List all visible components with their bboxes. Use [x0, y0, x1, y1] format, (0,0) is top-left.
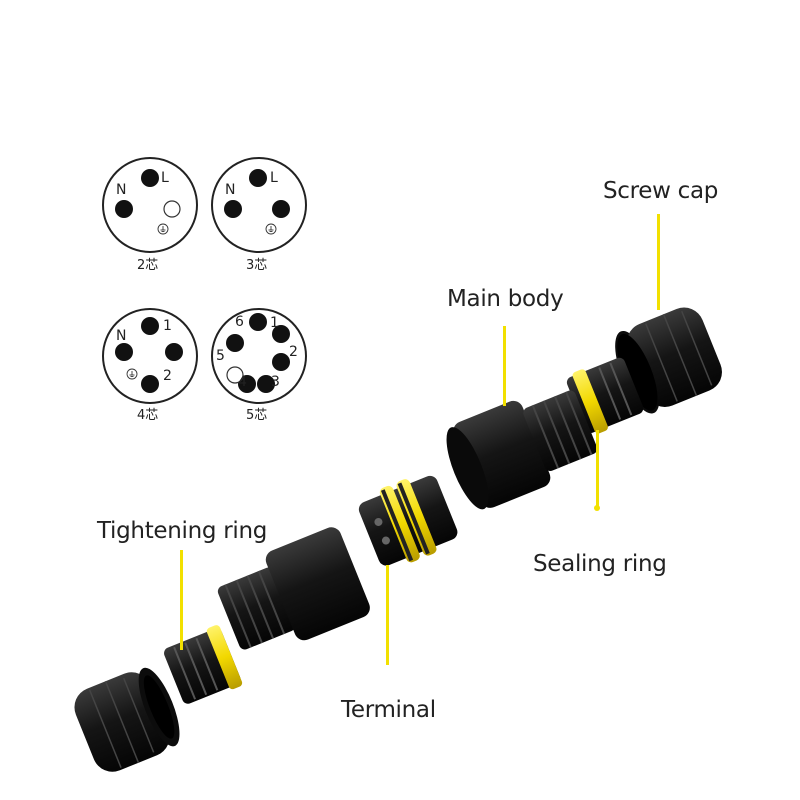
pin-mark-2: 2 — [289, 344, 298, 360]
pinout-caption-4-core: 4芯 — [137, 408, 159, 423]
pin-mark-l: L — [270, 170, 278, 186]
pin-n — [115, 200, 133, 218]
pin-1 — [272, 325, 290, 343]
leader-tightening-ring — [180, 550, 183, 650]
screw-cap-left — [74, 667, 180, 772]
pin-l — [249, 169, 267, 187]
pinout-caption-5-core: 5芯 — [246, 408, 268, 423]
leader-sealing-ring — [596, 430, 599, 508]
pin-ground — [272, 200, 290, 218]
pin-3 — [257, 375, 275, 393]
pinout-3-core — [211, 157, 307, 253]
pinout-caption-2-core: 2芯 — [137, 258, 159, 273]
pin-6 — [249, 313, 267, 331]
leader-sealing-ring-dot — [594, 505, 600, 511]
pin-mark-1: 1 — [270, 315, 279, 331]
pin-mark-n: N — [225, 182, 236, 198]
pinout-face — [102, 308, 198, 404]
pin-mark-6: 6 — [235, 314, 244, 330]
terminal-block — [358, 475, 458, 566]
pin-mark-1: 1 — [163, 318, 172, 334]
sealing-ring-clamp — [566, 357, 644, 434]
ground-icon — [265, 223, 277, 235]
pin-mark-n: N — [116, 182, 127, 198]
pin-a — [165, 343, 183, 361]
pinout-face — [211, 157, 307, 253]
label-sealing-ring: Sealing ring — [533, 551, 667, 577]
leader-screw-cap — [657, 214, 660, 310]
pin-1 — [141, 317, 159, 335]
pin-2 — [141, 375, 159, 393]
main-body — [446, 390, 598, 510]
pin-mark-2: 2 — [163, 368, 172, 384]
tightening-ring — [164, 625, 243, 704]
housing-left — [217, 527, 370, 650]
pinout-4-core — [102, 308, 198, 404]
pin-mark-5: 5 — [216, 348, 225, 364]
pin-4 — [238, 375, 256, 393]
leader-main-body — [503, 326, 506, 406]
label-tightening-ring: Tightening ring — [97, 518, 268, 544]
pinout-face — [102, 157, 198, 253]
pin-2 — [272, 353, 290, 371]
pin-mark-4: 4 — [238, 374, 247, 390]
ground-icon — [157, 223, 169, 235]
label-screw-cap: Screw cap — [603, 178, 719, 204]
pin-empty — [226, 366, 244, 384]
pin-n — [115, 343, 133, 361]
pinout-caption-3-core: 3芯 — [246, 258, 268, 273]
label-main-body: Main body — [447, 286, 564, 312]
pin-mark-3: 3 — [271, 374, 280, 390]
screw-cap-right — [615, 307, 722, 414]
pin-l — [141, 169, 159, 187]
pinout-2-core — [102, 157, 198, 253]
pin-n — [224, 200, 242, 218]
pin-empty — [163, 200, 181, 218]
pin-mark-n: N — [116, 328, 127, 344]
pin-5 — [226, 334, 244, 352]
pinout-5-core — [211, 308, 307, 404]
ground-icon — [126, 368, 138, 380]
label-terminal: Terminal — [341, 697, 436, 723]
pin-mark-l: L — [161, 170, 169, 186]
leader-terminal — [386, 565, 389, 665]
